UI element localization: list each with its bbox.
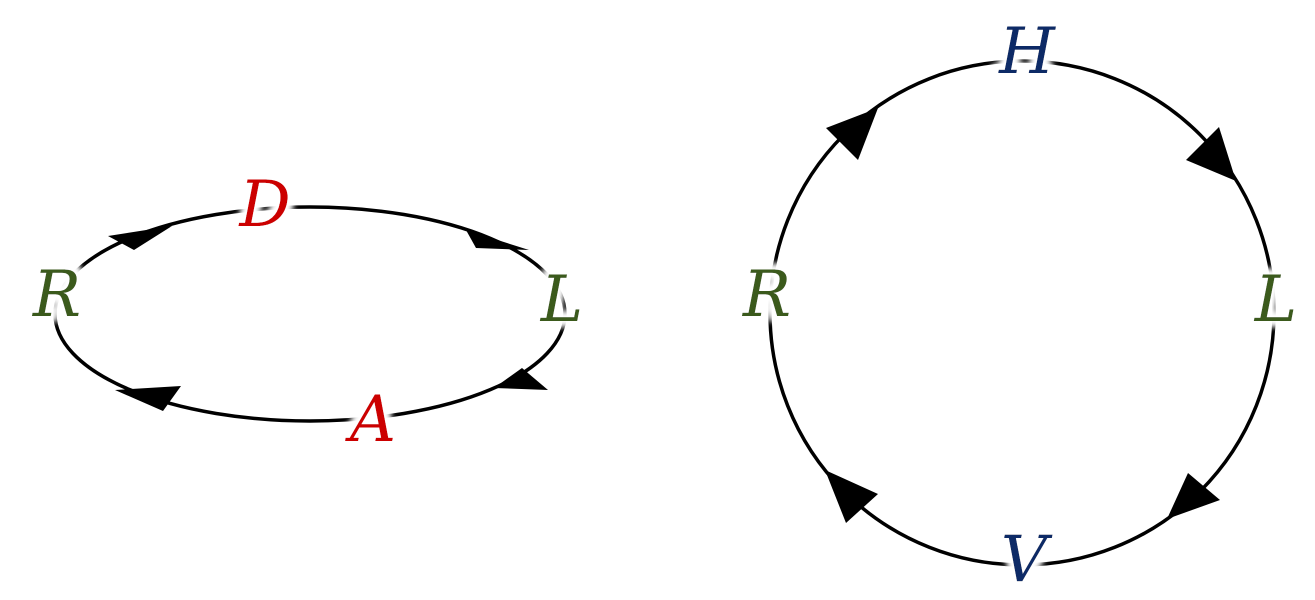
right-cycle-arrow-lower-left	[825, 470, 878, 523]
left-cycle-orbit	[53, 205, 567, 423]
right-cycle-label-bottom: V	[1001, 523, 1053, 597]
left-cycle-arrow-upper-left	[108, 226, 172, 250]
right-cycle-arrow-upper-left	[826, 108, 878, 160]
left-cycle-label-top: D	[238, 168, 290, 242]
left-cycle-arrow-lower-right	[494, 368, 548, 390]
left-cycle-arrow-lower-left	[115, 386, 181, 411]
left-cycle-arrow-upper-right	[466, 230, 529, 250]
left-cycle: D L A R	[32, 168, 583, 457]
right-cycle-label-left: R	[742, 258, 791, 332]
left-cycle-label-right: L	[540, 263, 584, 337]
right-cycle: H L V R	[742, 15, 1297, 597]
right-cycle-orbit	[768, 59, 1276, 567]
right-cycle-arrow-lower-right	[1167, 473, 1220, 519]
left-cycle-label-bottom: A	[345, 383, 396, 457]
left-cycle-label-left: R	[32, 258, 81, 332]
right-cycle-arrow-upper-right	[1186, 127, 1236, 181]
right-cycle-label-top: H	[998, 15, 1056, 89]
right-cycle-label-right: L	[1254, 263, 1298, 337]
